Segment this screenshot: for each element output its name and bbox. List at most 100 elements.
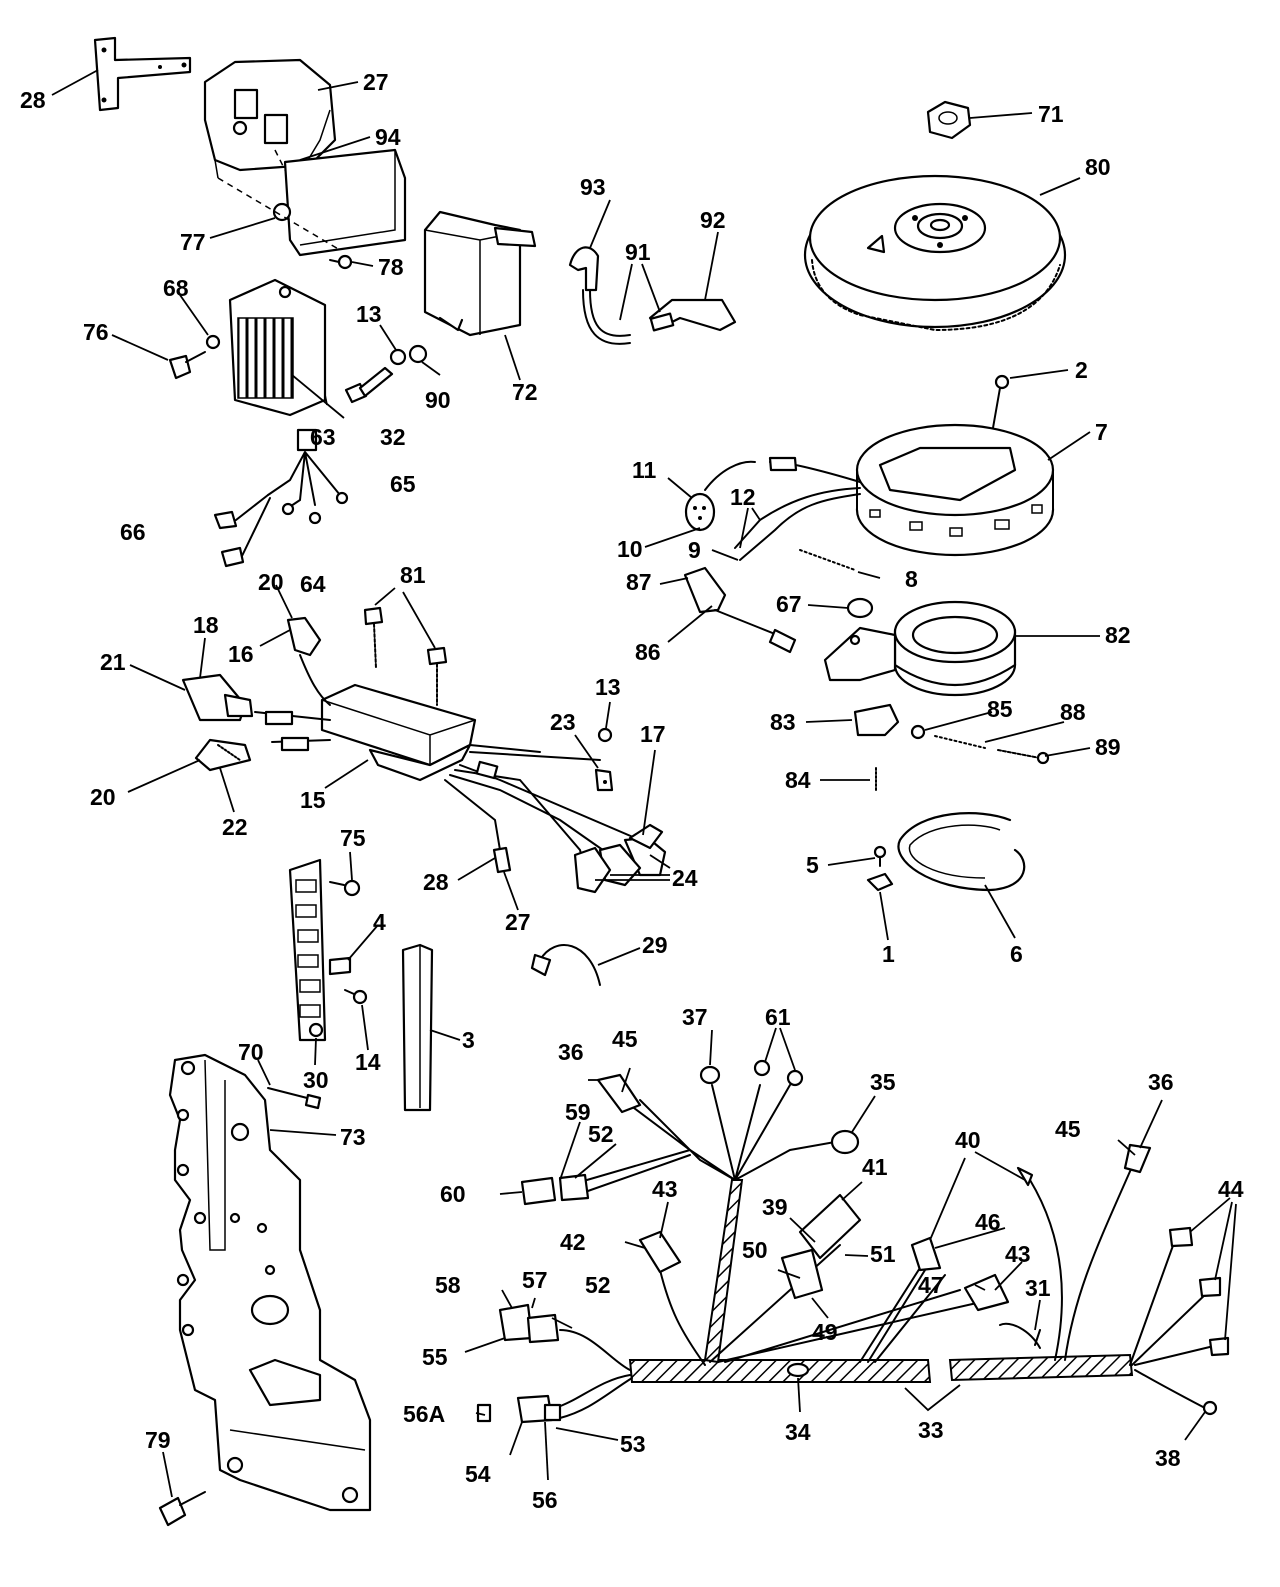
label-79: 79 <box>145 1427 171 1453</box>
cover-3 <box>401 943 434 1112</box>
label-87: 87 <box>626 569 652 595</box>
label-27b: 27 <box>505 909 531 935</box>
callout-labels: 28 27 94 77 78 68 76 13 63 32 90 72 65 6… <box>20 69 1244 1513</box>
label-36: 36 <box>558 1039 584 1065</box>
label-11: 11 <box>632 457 657 483</box>
label-13: 13 <box>356 301 382 327</box>
label-60: 60 <box>440 1181 466 1207</box>
grommet-67 <box>846 597 874 619</box>
label-32: 32 <box>380 424 406 450</box>
bolt-76 <box>168 351 206 380</box>
terminal-block-30 <box>288 858 327 1042</box>
label-92: 92 <box>700 207 726 233</box>
bolt-32 <box>344 366 394 404</box>
flywheel-80 <box>803 174 1067 332</box>
label-36b: 36 <box>1148 1069 1174 1095</box>
leads-65 <box>267 451 349 525</box>
label-45: 45 <box>612 1026 638 1052</box>
screw-75 <box>329 879 361 897</box>
ignition-coil-72 <box>423 210 537 337</box>
bolts-81 <box>363 606 448 706</box>
stator-7 <box>855 423 1055 557</box>
terminal-27-28 <box>492 846 512 874</box>
label-65: 65 <box>390 471 416 497</box>
assembly-line <box>274 149 286 171</box>
screw-5 <box>873 845 887 867</box>
label-58: 58 <box>435 1272 461 1298</box>
power-pack-94 <box>272 148 407 257</box>
module-wires <box>254 654 641 891</box>
trigger-86 <box>683 566 797 654</box>
screw-14 <box>344 989 368 1005</box>
label-68: 68 <box>163 275 189 301</box>
label-37: 37 <box>682 1004 708 1030</box>
label-12: 12 <box>730 484 756 510</box>
label-72: 72 <box>512 379 538 405</box>
label-18: 18 <box>193 612 219 638</box>
label-44: 44 <box>1218 1176 1244 1202</box>
connector-11 <box>684 492 716 532</box>
label-61: 61 <box>765 1004 791 1030</box>
clip-1 <box>866 872 894 892</box>
label-1: 1 <box>882 941 895 967</box>
leader-lines <box>51 69 1237 1498</box>
label-45b: 45 <box>1055 1116 1081 1142</box>
block-83 <box>853 703 900 737</box>
label-14: 14 <box>355 1049 381 1075</box>
label-51: 51 <box>870 1241 896 1267</box>
label-35: 35 <box>870 1069 896 1095</box>
label-16: 16 <box>228 641 254 667</box>
label-53: 53 <box>620 1431 646 1457</box>
label-81: 81 <box>400 562 426 588</box>
label-91: 91 <box>625 239 651 265</box>
label-43: 43 <box>652 1176 678 1202</box>
clip-4 <box>328 956 352 976</box>
label-29: 29 <box>642 932 668 958</box>
label-82: 82 <box>1105 622 1131 648</box>
bracket-73 <box>168 1053 372 1512</box>
label-76: 76 <box>83 319 109 345</box>
label-90: 90 <box>425 387 451 413</box>
label-73: 73 <box>340 1124 366 1150</box>
label-78: 78 <box>378 254 404 280</box>
label-83: 83 <box>770 709 796 735</box>
label-2: 2 <box>1075 357 1088 383</box>
label-86: 86 <box>635 639 661 665</box>
label-7: 7 <box>1095 419 1108 445</box>
label-66: 66 <box>120 519 146 545</box>
label-39: 39 <box>762 1194 788 1220</box>
connector-18-21 <box>181 673 254 722</box>
label-28: 28 <box>20 87 46 113</box>
label-23: 23 <box>550 709 576 735</box>
tie-29 <box>530 944 601 986</box>
terminal-23 <box>594 768 614 792</box>
label-93: 93 <box>580 174 606 200</box>
label-43b: 43 <box>1005 1241 1031 1267</box>
label-52: 52 <box>588 1121 614 1147</box>
washer-13 <box>389 348 407 366</box>
label-56A: 56A <box>403 1401 445 1427</box>
label-70: 70 <box>238 1039 264 1065</box>
label-38: 38 <box>1155 1445 1181 1471</box>
label-88: 88 <box>1060 699 1086 725</box>
label-21: 21 <box>100 649 126 675</box>
label-57: 57 <box>522 1267 548 1293</box>
label-49: 49 <box>812 1319 838 1345</box>
label-24: 24 <box>672 865 698 891</box>
ring-6 <box>897 812 1026 892</box>
connector-16 <box>286 616 322 657</box>
label-40: 40 <box>955 1127 981 1153</box>
harness <box>554 1084 1219 1419</box>
label-94: 94 <box>375 124 401 150</box>
label-71: 71 <box>1038 101 1064 127</box>
label-42: 42 <box>560 1229 586 1255</box>
label-20: 20 <box>258 569 284 595</box>
label-47: 47 <box>918 1272 944 1298</box>
label-13b: 13 <box>595 674 621 700</box>
label-4: 4 <box>373 909 386 935</box>
label-55: 55 <box>422 1344 448 1370</box>
spring-8 <box>799 549 856 571</box>
label-63: 63 <box>310 424 336 450</box>
label-10: 10 <box>617 536 643 562</box>
